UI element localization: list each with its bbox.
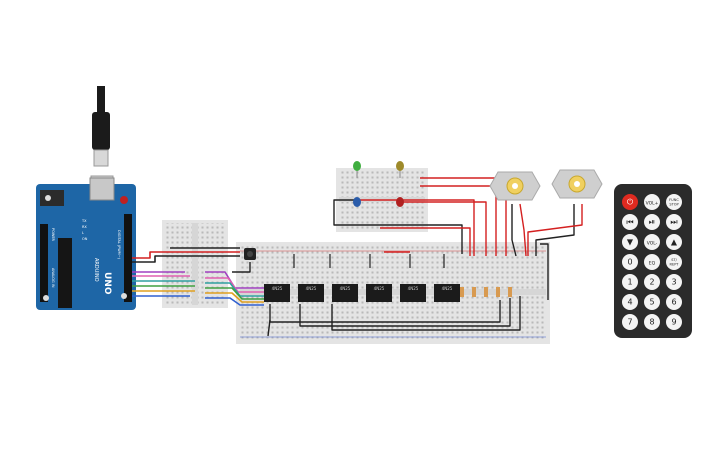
- remote-button[interactable]: 6: [666, 294, 682, 310]
- remote-button-label: 3: [671, 278, 676, 287]
- optocoupler-ic[interactable]: 4N25: [434, 284, 460, 302]
- remote-button[interactable]: EQ: [644, 254, 660, 270]
- remote-button[interactable]: VOL+: [644, 194, 660, 210]
- resistor[interactable]: [496, 287, 500, 297]
- model-label: ARDUINO: [93, 258, 99, 282]
- ic-label: 4N25: [340, 286, 351, 291]
- remote-button[interactable]: ▲: [666, 234, 682, 250]
- wire-5v[interactable]: [132, 251, 240, 259]
- remote-button[interactable]: ⏻: [622, 194, 638, 210]
- resistor[interactable]: [508, 287, 512, 297]
- remote-button-label: EQ: [649, 261, 656, 267]
- dc-motor-2[interactable]: [551, 169, 603, 199]
- leds: [353, 161, 404, 207]
- remote-button-label: 6: [671, 298, 676, 307]
- remote-button-label: 7: [627, 318, 632, 327]
- power-header-label: POWER: [51, 228, 55, 242]
- optocoupler-ics: 4N25 4N25 4N25 4N25 4N25 4N25: [264, 284, 460, 302]
- tx-label: TX: [81, 219, 87, 223]
- power-jack: [40, 190, 64, 206]
- remote-button-label: 4: [627, 298, 632, 307]
- led-red[interactable]: [396, 197, 404, 207]
- remote-button-label: ⏭: [670, 218, 677, 227]
- resistor[interactable]: [484, 287, 488, 297]
- atmega-chip: [58, 238, 72, 308]
- remote-button-label: STOP: [669, 203, 678, 207]
- dc-motor-1[interactable]: [489, 171, 541, 201]
- remote-button-label: VOL-: [647, 241, 658, 247]
- remote-button-label: 9: [671, 318, 676, 327]
- remote-button[interactable]: 8: [644, 314, 660, 330]
- remote-button[interactable]: ⏮: [622, 214, 638, 230]
- remote-button[interactable]: 1: [622, 274, 638, 290]
- power-analog-header: [40, 224, 48, 302]
- remote-button-label: ▲: [671, 238, 678, 247]
- remote-button[interactable]: ⏯: [644, 214, 660, 230]
- remote-button[interactable]: ⏭: [666, 214, 682, 230]
- reset-button[interactable]: [120, 196, 128, 204]
- resistor[interactable]: [460, 287, 464, 297]
- optocoupler-ic[interactable]: 4N25: [366, 284, 392, 302]
- usb-port: [89, 177, 115, 201]
- remote-button-label: 8: [649, 318, 654, 327]
- remote-button[interactable]: 7: [622, 314, 638, 330]
- remote-button[interactable]: 4: [622, 294, 638, 310]
- remote-button-label: ST/: [671, 258, 677, 262]
- ic-label: 4N25: [374, 286, 385, 291]
- remote-button-label: ⏻: [627, 198, 634, 207]
- arduino-uno[interactable]: UNO ARDUINO DIGITAL (PWM~) ANALOG IN POW…: [36, 177, 136, 310]
- led-yellow[interactable]: [396, 161, 404, 178]
- remote-button[interactable]: 2: [644, 274, 660, 290]
- ic-label: 4N25: [408, 286, 419, 291]
- remote-button-label: 0: [627, 258, 632, 267]
- wire-gnd[interactable]: [132, 255, 240, 263]
- remote-button-label: REPT: [670, 263, 680, 267]
- optocoupler-ic[interactable]: 4N25: [298, 284, 324, 302]
- rx-label: RX: [82, 225, 87, 229]
- resistor[interactable]: [472, 287, 476, 297]
- brand-label: UNO: [102, 272, 112, 295]
- ic-label: 4N25: [272, 286, 283, 291]
- optocoupler-ic[interactable]: 4N25: [400, 284, 426, 302]
- led-green[interactable]: [353, 161, 361, 178]
- remote-button-label: FUNC: [669, 198, 679, 202]
- digital-header: [124, 214, 132, 302]
- remote-button-label: 2: [649, 278, 654, 287]
- resistors: [460, 287, 512, 297]
- remote-button-label: ⏮: [626, 218, 633, 227]
- l-label: L: [82, 231, 84, 235]
- remote-button-label: VOL+: [646, 201, 659, 207]
- remote-button[interactable]: ▼: [622, 234, 638, 250]
- remote-button[interactable]: 5: [644, 294, 660, 310]
- remote-button[interactable]: ST/REPT: [666, 254, 682, 270]
- wires[interactable]: [132, 177, 583, 337]
- remote-button[interactable]: 9: [666, 314, 682, 330]
- remote-button-label: ⏯: [649, 218, 655, 227]
- digital-header-label: DIGITAL (PWM~): [117, 230, 121, 260]
- remote-button[interactable]: VOL-: [644, 234, 660, 250]
- remote-button-label: 5: [649, 298, 654, 307]
- optocoupler-ic[interactable]: 4N25: [332, 284, 358, 302]
- small-breadboard[interactable]: [162, 220, 228, 308]
- analog-header-label: ANALOG IN: [51, 268, 55, 288]
- remote-button[interactable]: 3: [666, 274, 682, 290]
- remote-button-label: 1: [627, 278, 632, 287]
- ir-receiver[interactable]: [244, 248, 256, 260]
- remote-button[interactable]: 0: [622, 254, 638, 270]
- optocoupler-ic[interactable]: 4N25: [264, 284, 290, 302]
- on-label: ON: [82, 237, 88, 241]
- ic-label: 4N25: [442, 286, 453, 291]
- led-blue[interactable]: [353, 197, 361, 207]
- remote-button-label: ▼: [627, 238, 634, 247]
- ic-label: 4N25: [306, 286, 317, 291]
